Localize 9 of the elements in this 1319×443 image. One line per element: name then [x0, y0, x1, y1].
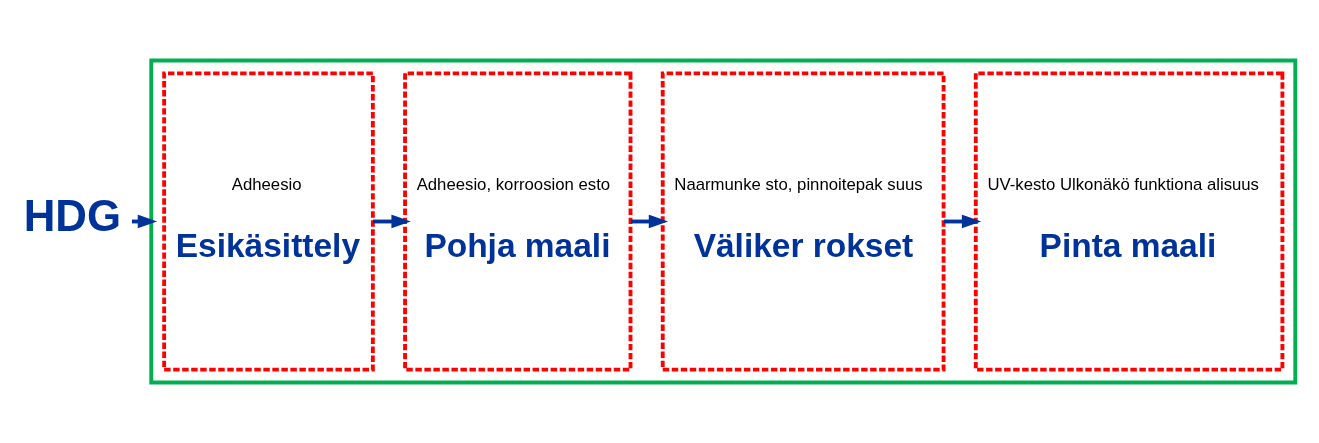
arrow	[373, 214, 411, 229]
node-box: Adheesio Esikäsittely	[162, 71, 375, 372]
node-box: Naarmunke sto, pinnoitepak suus Väliker rokset	[660, 71, 946, 372]
arrow	[943, 214, 982, 229]
node-text: HDG	[23, 191, 122, 241]
arrow	[630, 214, 669, 229]
node-box: Adheesio, korroosion esto Pohja maali	[403, 71, 633, 372]
node-box: UV-kesto Ulkonäkö funktiona alisuus Pinta maali	[973, 71, 1285, 372]
cluster	[149, 58, 1298, 385]
